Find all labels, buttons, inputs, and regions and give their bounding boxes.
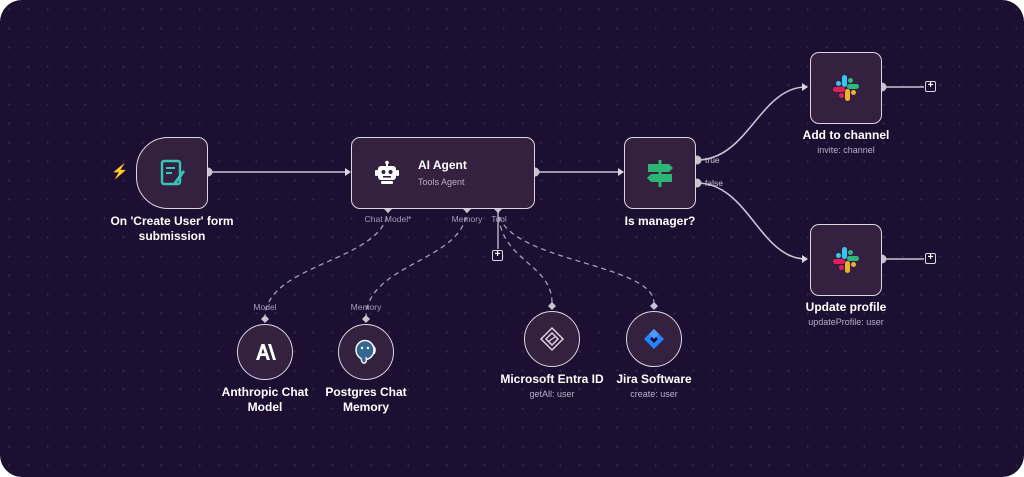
add-to-channel-label: Add to channel: [802, 128, 890, 142]
jira-label: Jira Software: [616, 372, 692, 386]
anthropic-label: Anthropic Chat Model: [221, 385, 309, 414]
jira-icon: [644, 329, 664, 349]
port-label-chat-model: Chat Model*: [364, 214, 412, 224]
entra-icon: [539, 326, 565, 352]
signpost-icon: [647, 160, 673, 187]
connection-tool-entra: [497, 207, 553, 304]
connection-false-update: [696, 182, 807, 260]
jira-node[interactable]: [626, 311, 682, 367]
slack-icon: [833, 247, 859, 273]
form-icon: [160, 159, 185, 186]
port-label-memory: Memory: [451, 214, 483, 224]
entra-subtitle: getAll: user: [529, 389, 575, 399]
ai-agent-subtitle: Tools Agent: [418, 177, 465, 187]
postgres-node[interactable]: [338, 324, 394, 380]
add-tool-button[interactable]: +: [492, 250, 503, 261]
ai-agent-text: AI Agent Tools Agent: [418, 158, 467, 187]
connection-model: [264, 207, 389, 319]
trigger-label: On 'Create User' form submission: [110, 214, 234, 243]
branch-label-false: false: [705, 178, 723, 188]
add-node-button-top[interactable]: +: [925, 81, 936, 92]
trigger-node[interactable]: [136, 137, 208, 209]
trigger-bolt-icon: ⚡: [111, 163, 129, 179]
entra-node[interactable]: [524, 311, 580, 367]
postgres-label: Postgres Chat Memory: [325, 385, 407, 414]
postgres-icon: [355, 339, 376, 364]
connection-true-add: [696, 86, 807, 161]
connection-tool-jira: [497, 207, 655, 304]
jira-subtitle: create: user: [630, 389, 678, 399]
add-to-channel-subtitle: invite: channel: [817, 145, 875, 155]
ai-agent-node[interactable]: [351, 137, 535, 209]
slack-icon: [833, 75, 859, 101]
connection-memory: [365, 207, 468, 319]
anthropic-node[interactable]: [237, 324, 293, 380]
update-profile-label: Update profile: [805, 300, 887, 314]
anthropic-port-label: Model: [253, 302, 277, 312]
robot-icon: [375, 160, 399, 184]
anthropic-icon: [256, 344, 276, 360]
add-node-button-bottom[interactable]: +: [925, 253, 936, 264]
switch-node[interactable]: [624, 137, 696, 209]
branch-label-true: true: [705, 155, 720, 165]
add-to-channel-node[interactable]: [810, 52, 882, 124]
update-profile-node[interactable]: [810, 224, 882, 296]
switch-label: Is manager?: [624, 214, 696, 228]
ai-agent-title: AI Agent: [418, 158, 467, 172]
update-profile-subtitle: updateProfile: user: [808, 317, 884, 327]
postgres-port-label: Memory: [350, 302, 382, 312]
entra-label: Microsoft Entra ID: [500, 372, 604, 386]
port-label-tool: Tool: [491, 214, 507, 224]
